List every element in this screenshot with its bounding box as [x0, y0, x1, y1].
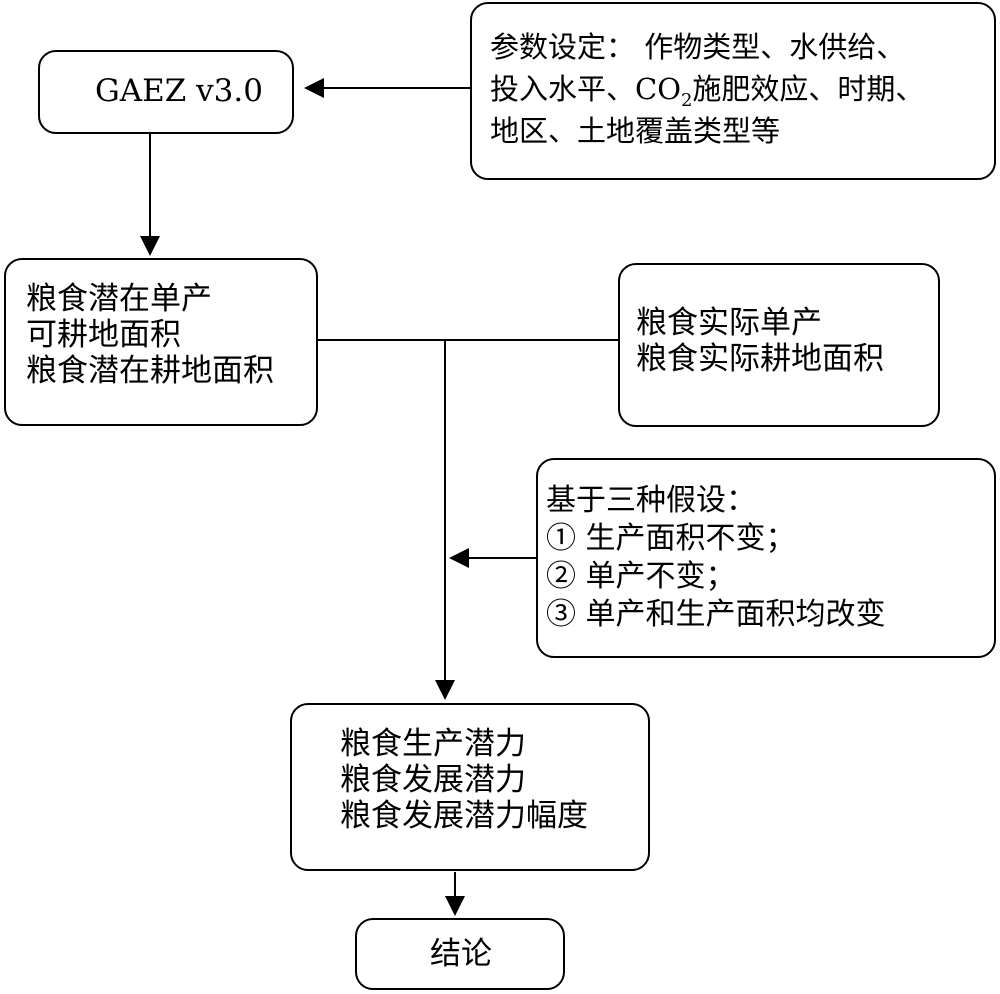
- gaez-model-label: GAEZ v3.0: [95, 73, 263, 109]
- assumption-1: ① 生产面积不变；: [546, 521, 796, 556]
- assumptions-box: 基于三种假设： ① 生产面积不变； ② 单产不变； ③ 单产和生产面积均改变: [536, 458, 996, 658]
- parameter-line-2-suffix: 施肥效应、时期、: [692, 72, 925, 106]
- potential-line-3: 粮食潜在耕地面积: [26, 353, 274, 389]
- actual-yield-box: 粮食实际单产 粮食实际耕地面积: [618, 263, 940, 427]
- parameter-settings-box: 参数设定： 作物类型、水供给、 投入水平、CO2施肥效应、时期、 地区、土地覆盖…: [470, 2, 996, 180]
- results-line-3: 粮食发展潜力幅度: [340, 798, 588, 834]
- conclusion-label: 结论: [430, 936, 492, 972]
- actual-line-2: 粮食实际耕地面积: [636, 341, 884, 377]
- assumption-3: ③ 单产和生产面积均改变: [546, 597, 886, 632]
- parameter-line-2: 投入水平、CO2施肥效应、时期、: [490, 68, 994, 110]
- parameter-line-1: 参数设定： 作物类型、水供给、: [490, 30, 906, 64]
- parameter-line-3: 地区、土地覆盖类型等: [490, 114, 781, 148]
- assumption-heading: 基于三种假设：: [546, 483, 756, 518]
- results-line-1: 粮食生产潜力: [340, 726, 526, 762]
- potential-line-2: 可耕地面积: [26, 317, 181, 353]
- grain-potential-results-box: 粮食生产潜力 粮食发展潜力 粮食发展潜力幅度: [290, 703, 650, 871]
- parameter-line-2-prefix: 投入水平、CO: [490, 72, 681, 106]
- conclusion-box: 结论: [355, 918, 565, 990]
- potential-line-1: 粮食潜在单产: [26, 281, 212, 317]
- assumption-2: ② 单产不变；: [546, 559, 736, 594]
- gaez-model-box: GAEZ v3.0: [38, 50, 294, 134]
- co2-subscript: 2: [680, 89, 693, 111]
- results-line-2: 粮食发展潜力: [340, 762, 526, 798]
- potential-yield-box: 粮食潜在单产 可耕地面积 粮食潜在耕地面积: [4, 258, 318, 426]
- actual-line-1: 粮食实际单产: [636, 305, 822, 341]
